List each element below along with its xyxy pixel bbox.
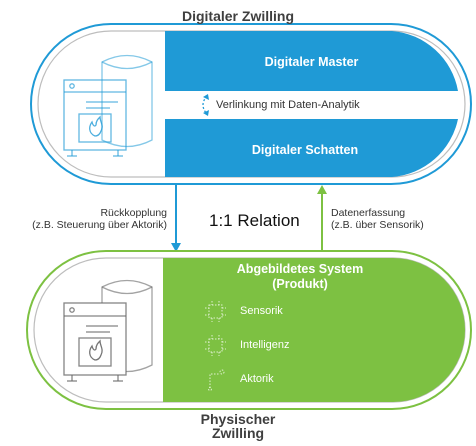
feedback-label: Rückkopplung (z.B. Steuerung über Aktori… (32, 207, 167, 231)
sensor-label: Sensorik (240, 305, 283, 317)
actuator-label: Aktorik (240, 373, 274, 385)
digital-twin-title: Digitaler Zwilling (181, 8, 294, 24)
feedback-arrow (171, 184, 181, 252)
shadow-label: Digitaler Schatten (251, 143, 359, 157)
shadow-band (165, 119, 458, 177)
system-title: Abgebildetes System (Produkt) (236, 262, 364, 291)
boiler-icon (63, 54, 153, 157)
data-acquisition-label: Datenerfassung (z.B. über Sensorik) (331, 207, 424, 231)
relation-label: 1:1 Relation (209, 211, 300, 230)
physical-twin-title: Physischer Zwilling (200, 411, 276, 441)
link-label: Verlinkung mit Daten-Analytik (216, 99, 360, 111)
master-label: Digitaler Master (264, 55, 359, 69)
data-acquisition-arrow (317, 185, 327, 250)
actuator-icon (208, 369, 225, 391)
intelligence-label: Intelligenz (240, 339, 290, 351)
chip-icon (205, 301, 226, 322)
ai-chip-icon (205, 335, 226, 356)
boiler-icon (63, 279, 153, 382)
system-band (163, 258, 465, 402)
master-band (165, 31, 458, 91)
